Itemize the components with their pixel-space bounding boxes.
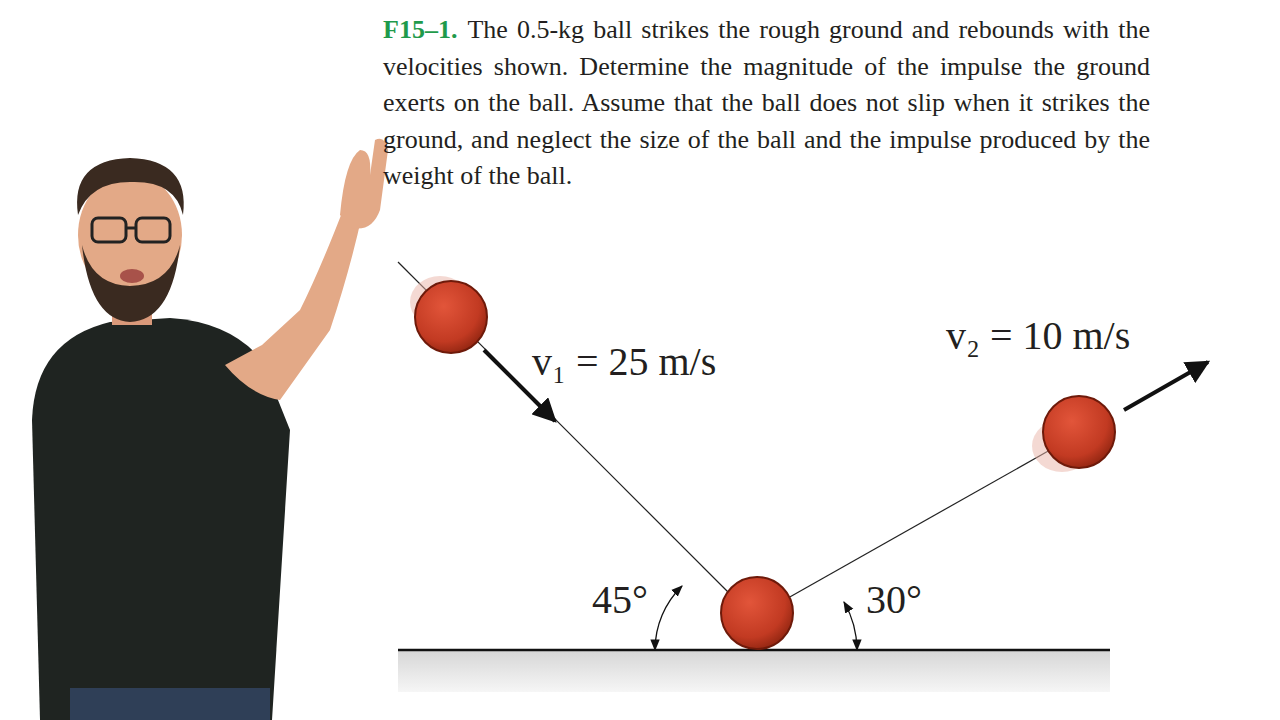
trajectory-line — [788, 450, 1050, 598]
angle-arc — [844, 602, 857, 650]
jeans — [70, 688, 270, 720]
arm — [225, 205, 362, 400]
angle-label: 45° — [592, 576, 648, 624]
problem-number: F15–1. — [383, 15, 457, 44]
velocity-arrow — [1124, 362, 1208, 410]
angle-label: 30° — [866, 576, 922, 624]
glasses — [126, 227, 136, 230]
beard — [82, 245, 180, 322]
presenter — [32, 139, 388, 720]
ground — [398, 650, 1110, 692]
ball — [721, 577, 793, 649]
mouth — [120, 269, 144, 283]
angle-arc — [655, 586, 682, 650]
problem-text: The 0.5-kg ball strikes the rough ground… — [383, 15, 1150, 190]
ball — [1043, 396, 1115, 468]
trajectory-line — [398, 262, 728, 592]
velocity-label: v₁ = 25 m/s — [532, 338, 716, 386]
velocity-label: v₂ = 10 m/s — [946, 312, 1130, 360]
hair — [77, 158, 184, 215]
glasses — [136, 218, 170, 242]
ball — [415, 281, 487, 353]
glasses — [92, 218, 126, 242]
hand — [340, 139, 388, 229]
problem-statement: F15–1.The 0.5-kg ball strikes the rough … — [383, 12, 1150, 195]
